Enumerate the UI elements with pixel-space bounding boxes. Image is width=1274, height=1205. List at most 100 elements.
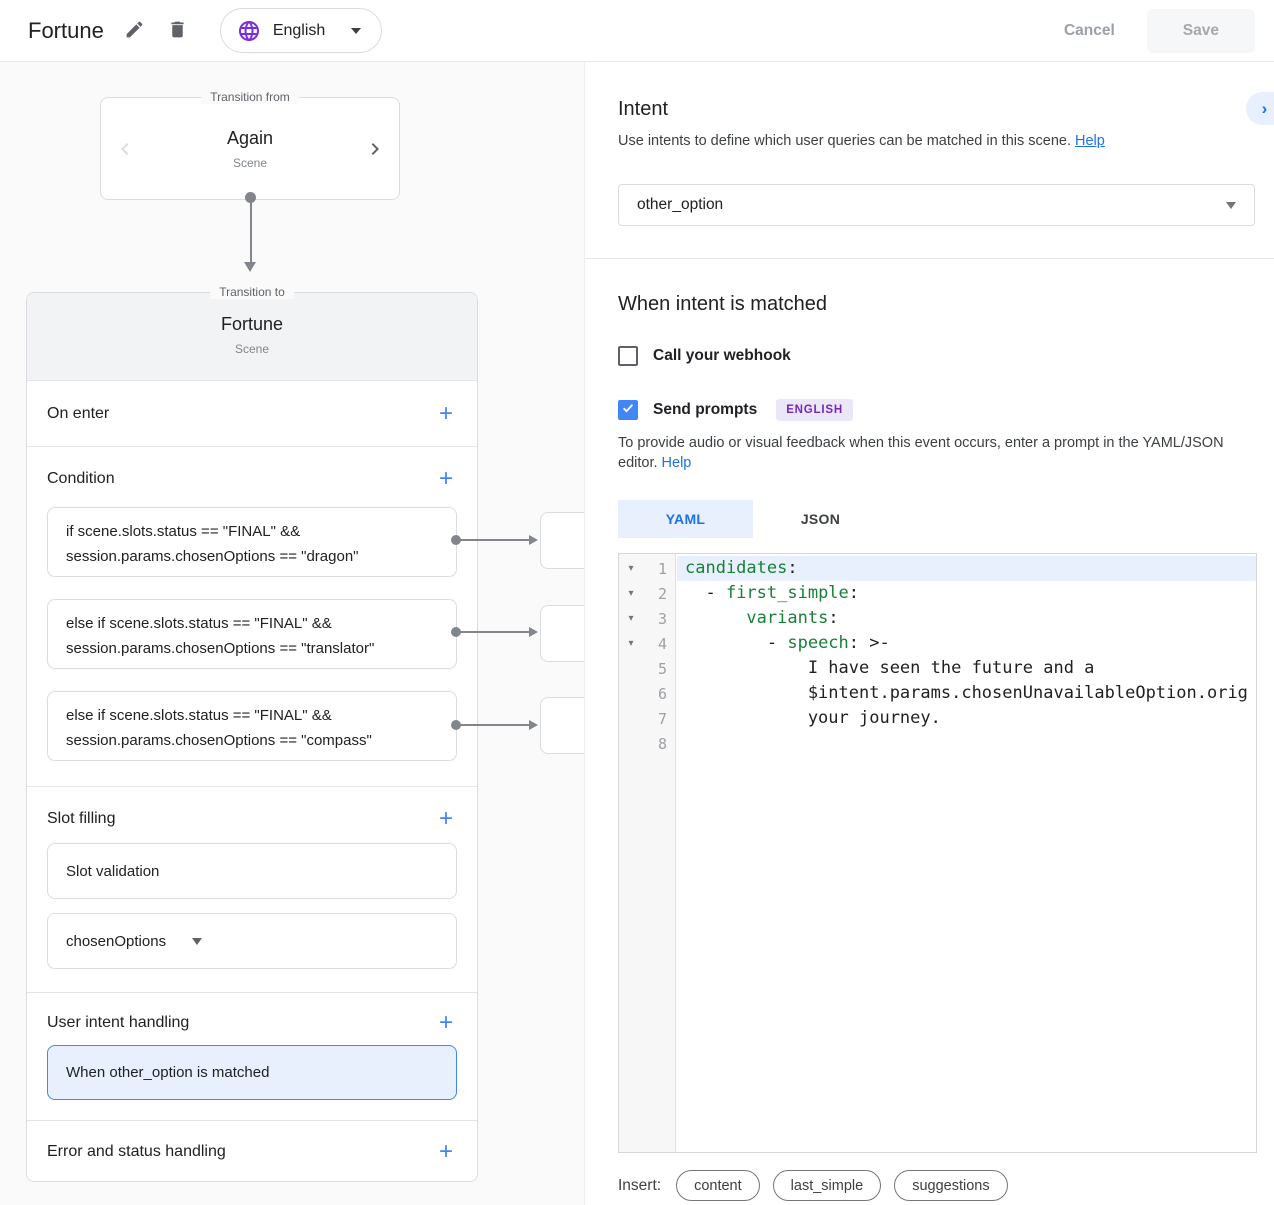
collapse-panel-button[interactable]: › bbox=[1246, 92, 1274, 125]
transition-target-card[interactable] bbox=[540, 512, 584, 569]
delete-scene-button[interactable] bbox=[161, 13, 194, 49]
add-on-enter-button[interactable]: + bbox=[435, 402, 457, 426]
scene-graph-canvas: Transition from Again Scene Transition t… bbox=[0, 62, 584, 1205]
edit-title-button[interactable] bbox=[118, 13, 151, 49]
code-line bbox=[677, 731, 1256, 756]
code-line: variants: bbox=[677, 606, 1256, 631]
condition-arrow-line bbox=[456, 539, 530, 541]
prompts-description: To provide audio or visual feedback when… bbox=[618, 435, 1224, 471]
cancel-button[interactable]: Cancel bbox=[1046, 12, 1133, 50]
insert-label: Insert: bbox=[618, 1176, 662, 1194]
user-intent-item[interactable]: When other_option is matched bbox=[47, 1045, 457, 1100]
line-number: 2 bbox=[657, 584, 667, 603]
transition-from-card[interactable]: Transition from Again Scene bbox=[100, 90, 400, 200]
condition-label: Condition bbox=[47, 470, 115, 487]
insert-suggestions-button[interactable]: suggestions bbox=[894, 1170, 1008, 1201]
condition-box[interactable]: else if scene.slots.status == "FINAL" &&… bbox=[47, 691, 457, 761]
when-matched-section: When intent is matched Call your webhook… bbox=[585, 259, 1274, 1201]
insert-last_simple-button[interactable]: last_simple bbox=[772, 1170, 882, 1201]
language-label: English bbox=[272, 21, 326, 39]
intent-select[interactable]: other_option bbox=[618, 184, 1255, 226]
add-error-handler-button[interactable]: + bbox=[435, 1139, 457, 1164]
send-prompts-checkbox[interactable] bbox=[618, 400, 638, 420]
intent-select-value: other_option bbox=[637, 196, 724, 213]
next-scene-chevron-icon[interactable] bbox=[363, 137, 387, 161]
condition-box[interactable]: else if scene.slots.status == "FINAL" &&… bbox=[47, 599, 457, 669]
slot-item[interactable]: chosenOptions bbox=[47, 913, 457, 969]
scene-card: Transition to Fortune Scene On enter + C… bbox=[26, 285, 478, 1182]
code-text: your journey. bbox=[685, 708, 941, 728]
code-text: - bbox=[685, 633, 788, 653]
transition-target-card[interactable] bbox=[540, 605, 584, 662]
tab-yaml[interactable]: YAML bbox=[618, 500, 753, 538]
chevron-down-icon bbox=[192, 937, 203, 945]
yaml-key: candidates bbox=[685, 558, 788, 578]
on-enter-section: On enter + bbox=[27, 381, 477, 447]
fold-arrow-icon[interactable]: ▾ bbox=[628, 638, 634, 649]
code-text: : bbox=[787, 558, 798, 578]
code-line: $intent.params.chosenUnavailableOption.o… bbox=[677, 681, 1256, 706]
gutter-row: 5 bbox=[619, 656, 675, 681]
language-badge: ENGLISH bbox=[776, 399, 853, 421]
error-handling-label: Error and status handling bbox=[47, 1142, 226, 1160]
error-handling-section: Error and status handling + bbox=[27, 1121, 477, 1182]
previous-scene-chevron-icon[interactable] bbox=[113, 137, 137, 161]
select-caret-icon bbox=[1226, 201, 1236, 209]
add-user-intent-button[interactable]: + bbox=[435, 1011, 457, 1035]
code-text: - bbox=[685, 583, 726, 603]
send-prompts-row: Send prompts ENGLISH bbox=[618, 399, 1257, 421]
code-text: $intent.params.chosenUnavailableOption.o… bbox=[685, 683, 1248, 703]
send-prompts-label: Send prompts bbox=[653, 401, 758, 418]
yaml-key: speech bbox=[787, 633, 849, 653]
tab-json[interactable]: JSON bbox=[800, 511, 841, 527]
fold-arrow-icon[interactable]: ▾ bbox=[628, 563, 634, 574]
line-number: 6 bbox=[657, 684, 667, 703]
slot-item-label: chosenOptions bbox=[66, 932, 167, 950]
page-title: Fortune bbox=[28, 17, 104, 43]
fold-arrow-icon[interactable]: ▾ bbox=[628, 588, 634, 599]
language-selector[interactable]: English bbox=[219, 8, 383, 53]
editor-code-area[interactable]: candidates: - first_simple: variants: - … bbox=[677, 554, 1256, 756]
call-webhook-checkbox[interactable] bbox=[618, 346, 638, 366]
condition-box[interactable]: if scene.slots.status == "FINAL" &&sessi… bbox=[47, 507, 457, 577]
condition-arrow-head-icon bbox=[529, 534, 538, 545]
fold-arrow-icon[interactable]: ▾ bbox=[628, 613, 634, 624]
code-text: : >- bbox=[848, 633, 890, 653]
transition-connector-line bbox=[249, 200, 252, 264]
code-line: I have seen the future and a bbox=[677, 656, 1256, 681]
add-condition-button[interactable]: + bbox=[435, 467, 457, 491]
condition-line-1: else if scene.slots.status == "FINAL" && bbox=[66, 615, 332, 632]
insert-toolbar: Insert: content last_simple suggestions bbox=[618, 1170, 1257, 1201]
gutter-row: ▾1 bbox=[619, 556, 675, 581]
user-intent-handling-section: User intent handling + When other_option… bbox=[27, 993, 477, 1121]
line-number: 4 bbox=[657, 634, 667, 653]
condition-line-2: session.params.chosenOptions == "dragon" bbox=[66, 548, 359, 565]
code-line: - first_simple: bbox=[677, 581, 1256, 606]
prompts-help-link[interactable]: Help bbox=[661, 455, 692, 471]
intent-description: Use intents to define which user queries… bbox=[618, 133, 1105, 149]
transition-target-card[interactable] bbox=[540, 697, 584, 754]
condition-arrow-head-icon bbox=[529, 626, 538, 637]
on-enter-label: On enter bbox=[47, 405, 110, 422]
intent-title: Intent bbox=[618, 98, 669, 120]
slot-item[interactable]: Slot validation bbox=[47, 843, 457, 899]
add-slot-button[interactable]: + bbox=[435, 807, 457, 831]
condition-arrow-line bbox=[456, 724, 530, 726]
transition-connector-dot bbox=[245, 192, 256, 203]
code-line: candidates: bbox=[677, 556, 1256, 581]
slot-filling-label: Slot filling bbox=[47, 810, 116, 827]
trash-icon bbox=[167, 19, 188, 43]
save-button[interactable]: Save bbox=[1146, 8, 1255, 53]
intent-help-link[interactable]: Help bbox=[1075, 133, 1105, 149]
checkmark-icon bbox=[621, 401, 635, 420]
slot-item-label: Slot validation bbox=[66, 862, 160, 880]
chevron-right-icon: › bbox=[1261, 98, 1268, 118]
insert-content-button[interactable]: content bbox=[676, 1170, 760, 1201]
transition-from-legend: Transition from bbox=[201, 90, 299, 104]
slot-filling-section: Slot filling + Slot validation chosenOpti… bbox=[27, 787, 477, 993]
condition-arrow-head-icon bbox=[529, 719, 538, 730]
globe-icon bbox=[237, 19, 261, 43]
line-number: 5 bbox=[657, 659, 667, 678]
yaml-key: first_simple bbox=[725, 583, 849, 603]
